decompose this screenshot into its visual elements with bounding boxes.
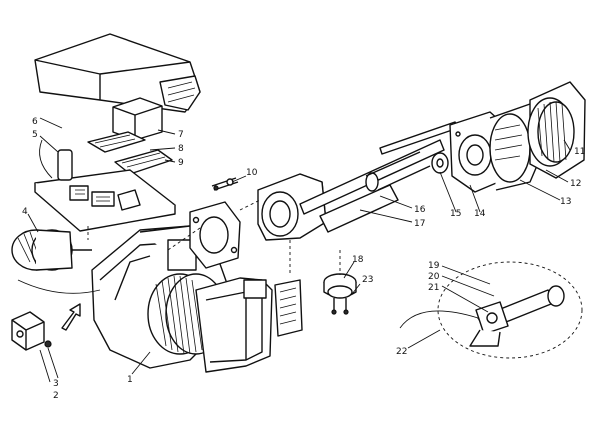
ignition-transformer [112,97,163,141]
blast-tube-head [257,173,327,241]
callout-14: 14 [474,209,486,219]
callout-18: 18 [352,255,364,265]
callout-13: 13 [560,197,571,207]
callout-15: 15 [450,209,461,219]
callout-2: 2 [53,391,59,401]
callout-10: 10 [246,168,258,178]
callout-16: 16 [414,205,426,215]
callout-labels: 1 2 3 4 5 6 7 8 9 10 11 12 13 14 15 16 1… [22,117,585,401]
callout-22: 22 [396,347,407,357]
callout-21: 21 [428,283,439,293]
oil-pump [11,311,52,351]
callout-20: 20 [428,272,440,282]
mounting-flange [189,201,241,269]
motor [11,229,92,271]
base-plate [34,169,176,232]
capacitor [39,139,73,181]
callout-6: 6 [32,117,38,127]
callout-5: 5 [32,130,38,140]
electrode-assembly [211,177,239,191]
solenoid-valve [323,273,357,315]
callout-4: 4 [22,207,28,217]
burner-cover [34,33,201,113]
air-box [195,277,273,373]
callout-23: 23 [362,275,373,285]
wiring-lead [17,279,101,294]
callout-8: 8 [178,144,184,154]
assembly-lines [87,199,341,275]
leader-lines [27,117,571,383]
gasket-disc [431,152,449,174]
callout-17: 17 [414,219,425,229]
oil-line-tube [299,139,445,233]
flame-tube [527,81,586,179]
callout-12: 12 [570,179,581,189]
air-damper [274,279,303,337]
callout-7: 7 [178,130,184,140]
nozzle-detail-inset [399,261,583,359]
control-box [87,131,173,175]
callout-3: 3 [53,379,59,389]
callout-9: 9 [178,158,184,168]
callout-11: 11 [574,147,585,157]
callout-1: 1 [127,375,133,385]
direction-arrow [61,303,81,331]
callout-19: 19 [428,261,440,271]
